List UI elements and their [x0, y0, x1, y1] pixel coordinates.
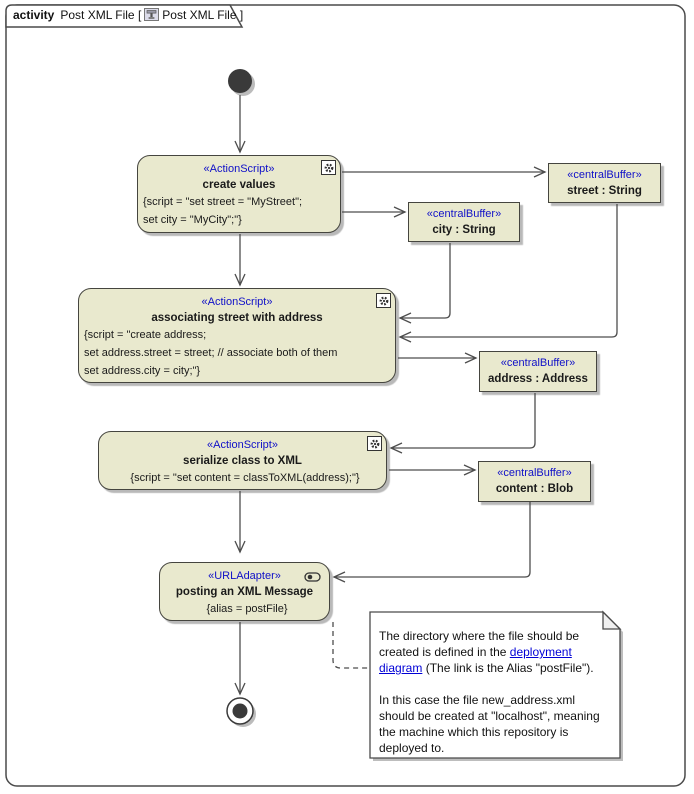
- note-fold-corner: [602, 610, 622, 630]
- diagram-title: activity Post XML File [ Post XML File ]: [13, 8, 243, 24]
- central-buffer-address[interactable]: «centralBuffer» address : Address: [479, 351, 597, 392]
- final-node[interactable]: [226, 697, 254, 725]
- buffer-name: street : String: [567, 185, 642, 197]
- note-text-run: (The link is the Alias "postFile").: [422, 661, 594, 675]
- activity-diagram-icon: [144, 8, 160, 24]
- central-buffer-city[interactable]: «centralBuffer» city : String: [408, 202, 520, 242]
- buffer-name: city : String: [432, 224, 496, 236]
- script-line: {script = "set content = classToXML(addr…: [130, 472, 360, 484]
- note-anchor-line: [332, 622, 369, 669]
- diagram-kind-label: activity: [13, 8, 55, 22]
- edge-city-to-associating[interactable]: [398, 243, 451, 324]
- final-node-core: [232, 703, 248, 719]
- note-content: The directory where the file should be c…: [379, 628, 612, 756]
- gear-icon: [376, 293, 391, 308]
- central-buffer-street[interactable]: «centralBuffer» street : String: [548, 163, 661, 203]
- action-name: associating street with address: [151, 312, 323, 324]
- action-name: create values: [202, 179, 276, 191]
- stereotype-label: «centralBuffer»: [567, 169, 642, 181]
- initial-node-shadow: [231, 72, 255, 96]
- adapter-port-icon: [304, 569, 322, 582]
- action-name: serialize class to XML: [183, 455, 302, 467]
- script-line: {script = "set street = "MyStreet";: [143, 196, 303, 208]
- buffer-name: address : Address: [488, 373, 588, 385]
- action-name: posting an XML Message: [175, 586, 314, 598]
- action-associating-street[interactable]: «ActionScript» associating street with a…: [78, 288, 396, 383]
- stereotype-label: «centralBuffer»: [426, 208, 502, 220]
- action-create-values[interactable]: «ActionScript» create values {script = "…: [137, 155, 341, 233]
- stereotype-label: «ActionScript»: [203, 163, 275, 175]
- initial-node[interactable]: [228, 69, 252, 93]
- stereotype-label: «centralBuffer»: [500, 357, 576, 369]
- gear-icon: [367, 436, 382, 451]
- action-serialize-class[interactable]: «ActionScript» serialize class to XML {s…: [98, 431, 387, 490]
- final-node-shadow: [230, 701, 256, 727]
- edge-content-to-posting[interactable]: [332, 502, 531, 583]
- buffer-name: content : Blob: [495, 483, 574, 495]
- script-line: set address.street = street; // associat…: [84, 347, 338, 359]
- edge-address-to-serialize[interactable]: [389, 393, 536, 454]
- stereotype-label: «ActionScript»: [201, 296, 273, 308]
- script-line: set address.city = city;"}: [84, 365, 201, 377]
- diagram-ref-name: Post XML File ]: [162, 8, 244, 22]
- script-line: set city = "MyCity";"}: [143, 214, 242, 226]
- diagram-name: Post XML File [: [60, 8, 142, 22]
- action-posting-xml-message[interactable]: «URLAdapter» posting an XML Message {ali…: [159, 562, 330, 621]
- note-paragraph: In this case the file new_address.xml sh…: [379, 693, 600, 755]
- central-buffer-content[interactable]: «centralBuffer» content : Blob: [478, 461, 591, 502]
- constraint-label: {alias = postFile}: [206, 603, 288, 615]
- note-paragraph: The directory where the file should be c…: [379, 628, 612, 676]
- stereotype-label: «centralBuffer»: [497, 467, 572, 479]
- script-line: {script = "create address;: [84, 329, 207, 341]
- stereotype-label: «ActionScript»: [207, 439, 278, 451]
- gear-icon: [321, 160, 336, 175]
